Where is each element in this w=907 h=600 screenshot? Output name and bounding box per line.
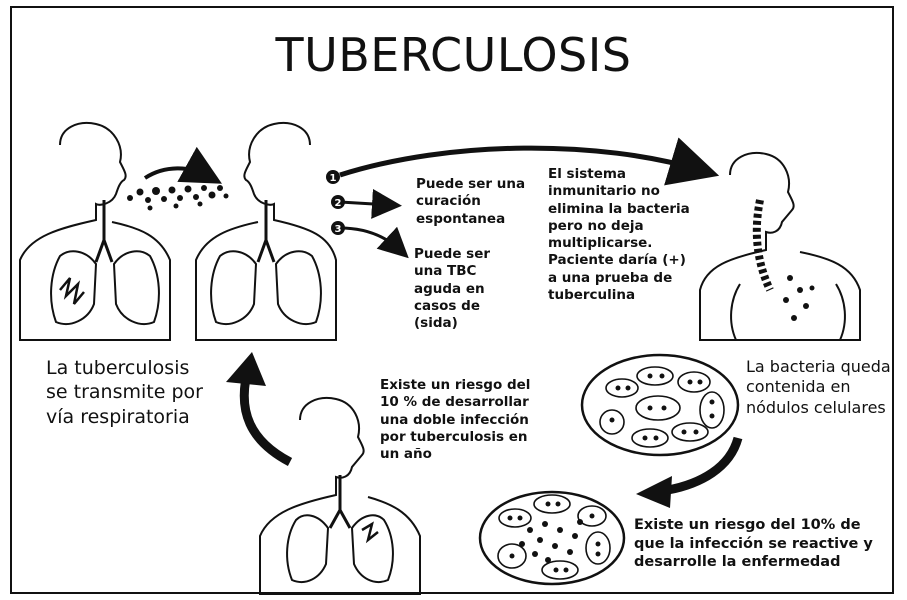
marker-2-label: 2 bbox=[335, 198, 342, 209]
marker-1-label: 1 bbox=[330, 173, 337, 184]
person-exposed bbox=[196, 123, 336, 340]
droplet-arrow bbox=[145, 168, 208, 178]
person-infected bbox=[20, 123, 170, 340]
return-arrow bbox=[244, 378, 290, 462]
nodule-reactivated bbox=[480, 492, 624, 584]
marker-1: 1 bbox=[326, 170, 340, 184]
label-immune-containment: El sistema inmunitario no elimina la bac… bbox=[548, 166, 690, 304]
return-arrow-head bbox=[226, 352, 266, 386]
label-transmission: La tuberculosis se transmite por vía res… bbox=[46, 356, 203, 429]
label-acute-tbc: Puede ser una TBC aguda en casos de (sid… bbox=[414, 246, 490, 332]
marker-3-label: 3 bbox=[335, 224, 342, 235]
marker-3: 3 bbox=[331, 221, 345, 235]
label-spontaneous-cure: Puede ser una curación espontanea bbox=[416, 176, 525, 228]
marker-2: 2 bbox=[331, 195, 345, 209]
page-title: TUBERCULOSIS bbox=[0, 28, 907, 82]
lung-nodules bbox=[783, 275, 815, 321]
label-reactivation-risk: Existe un riesgo del 10% de que la infec… bbox=[634, 516, 873, 572]
person-latent bbox=[700, 153, 860, 340]
droplets bbox=[127, 185, 229, 211]
label-double-infection-risk: Existe un riesgo del 10 % de desarrollar… bbox=[380, 377, 530, 463]
reactivation-arrow-head bbox=[636, 476, 672, 508]
label-contained-nodules: La bacteria queda contenida en nódulos c… bbox=[746, 357, 891, 418]
nodule-contained bbox=[582, 355, 738, 455]
